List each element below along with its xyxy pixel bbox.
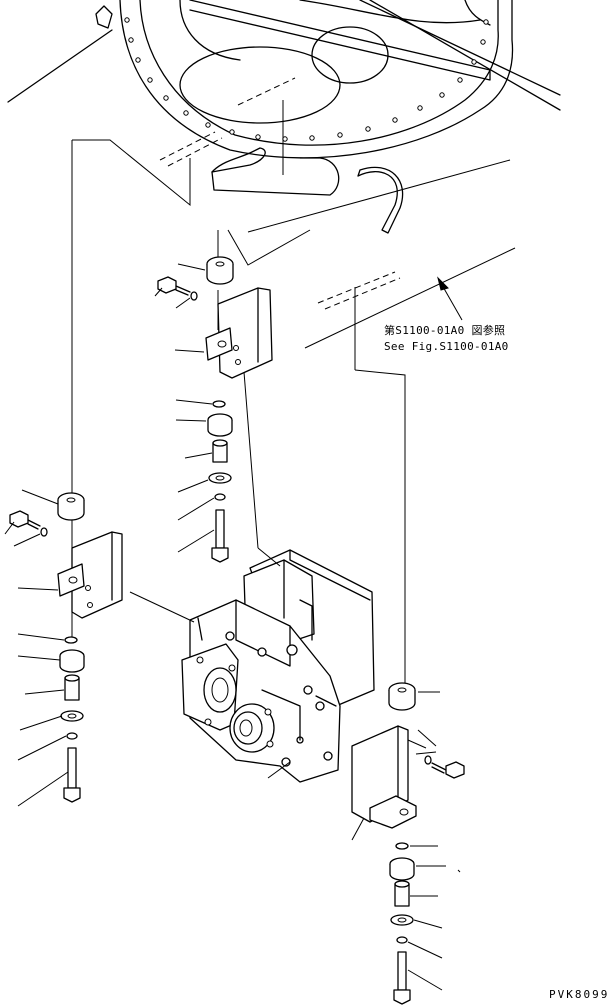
frame-ring	[7, 0, 561, 159]
right-mount-assembly	[351, 682, 465, 1005]
reference-arrow	[437, 276, 463, 321]
frame-mount-brackets	[159, 77, 404, 310]
pump-assembly	[181, 549, 375, 783]
drawing-code: PVK8099	[549, 988, 610, 1001]
reference-label-japanese: 第S1100-01A0 図参照	[384, 324, 506, 337]
leader-lines	[4, 263, 461, 991]
left-mount-assembly	[9, 492, 123, 803]
reference-label-english: See Fig.S1100-01A0	[384, 340, 509, 353]
upper-mount-assembly	[157, 256, 273, 563]
